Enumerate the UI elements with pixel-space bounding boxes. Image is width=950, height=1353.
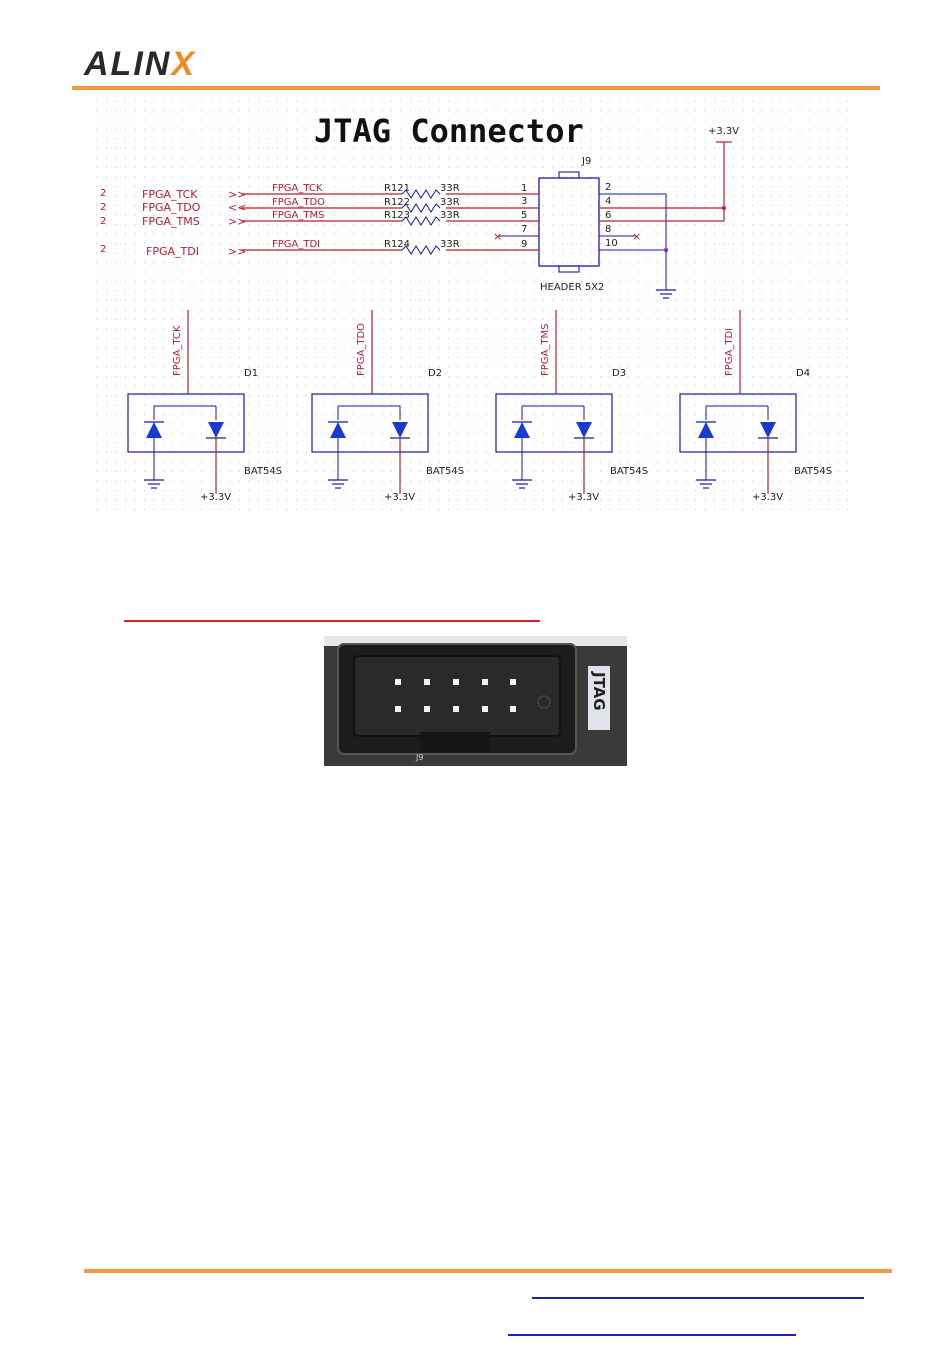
net-row-tdo: 2 FPGA_TDO << FPGA_TDO R122 33R 3 [100,196,539,214]
sheet-number: 2 [100,202,106,213]
diode-d4: FPGA_TDI D4 BAT54S +3.3V [679,310,832,503]
diode-d2: FPGA_TDO D2 BAT54S +3.3V [311,310,464,503]
connector-part: HEADER 5X2 [540,282,604,293]
alinx-logo: ALINX [84,45,197,83]
wire-label: FPGA_TDI [272,239,320,250]
diode-ref: D4 [796,368,810,379]
diode-supply: +3.3V [752,492,783,503]
resistor-ref: R124 [384,239,410,250]
power-label: +3.3V [708,126,739,137]
header-divider [72,86,880,90]
pin-number: 9 [521,239,527,250]
sheet-number: 2 [100,244,106,255]
diode-ref: D3 [612,368,626,379]
diode-net-label: FPGA_TDI [724,328,735,376]
sheet-number: 2 [100,188,106,199]
diode-ref: D2 [428,368,442,379]
resistor-value: 33R [440,197,460,208]
wire-label: FPGA_TMS [272,210,324,221]
jtag-schematic: JTAG Connector +3.3V J9 HEADER 5X2 2 FPG… [96,100,856,514]
photo-silk-label: J9 [415,753,423,762]
diode-part: BAT54S [244,466,282,477]
diode-net-label: FPGA_TDO [356,323,367,376]
diode-d3: FPGA_TMS D3 BAT54S +3.3V [495,310,648,503]
resistor-value: 33R [440,239,460,250]
wire-label: FPGA_TDO [272,197,325,208]
svg-text:×: × [632,230,641,243]
diode-net-label: FPGA_TCK [172,325,183,376]
pin-number: 3 [521,196,527,207]
resistor-ref: R122 [384,197,410,208]
net-row-tms: 2 FPGA_TMS >> FPGA_TMS R123 33R 5 [100,210,539,228]
jtag-header-photo: JTAG J9 [324,636,627,766]
diode-net-label: FPGA_TMS [540,324,551,376]
diode-supply: +3.3V [384,492,415,503]
pin-number: 5 [521,210,527,221]
svg-text:×: × [493,230,502,243]
wire-label: FPGA_TCK [272,183,323,194]
port-label: FPGA_TCK [142,188,198,201]
svg-text:>>: >> [228,215,246,228]
diode-ref: D1 [244,368,258,379]
port-label: FPGA_TDI [146,245,199,258]
svg-text:>>: >> [228,188,246,201]
footer-divider [84,1269,892,1273]
pin-number: 4 [605,196,611,207]
svg-text:<<: << [228,201,246,214]
pin-number: 1 [521,183,527,194]
pin-number: 6 [605,210,611,221]
net-row-tdi: 2 FPGA_TDI >> FPGA_TDI R124 33R 9 [100,239,539,258]
pin-number: 2 [605,182,611,193]
resistor-value: 33R [440,210,460,221]
resistor-ref: R121 [384,183,410,194]
port-label: FPGA_TMS [142,215,200,228]
sheet-number: 2 [100,216,106,227]
connector-ref: J9 [581,156,591,167]
schematic-title: JTAG Connector [314,112,584,150]
diode-part: BAT54S [794,466,832,477]
diode-supply: +3.3V [200,492,231,503]
photo-jtag-label: JTAG [590,671,608,711]
resistor-value: 33R [440,183,460,194]
pin-number: 8 [605,224,611,235]
net-row-tck: 2 FPGA_TCK >> FPGA_TCK R121 33R 1 [100,183,539,201]
diode-part: BAT54S [426,466,464,477]
pin-number: 10 [605,238,618,249]
svg-text:>>: >> [228,245,246,258]
diode-supply: +3.3V [568,492,599,503]
diode-d1: FPGA_TCK D1 BAT54S +3.3V [127,310,282,503]
footer-link-underline-2[interactable] [508,1334,796,1336]
footer-link-underline-1[interactable] [532,1297,864,1299]
caption-underline [124,620,540,622]
resistor-ref: R123 [384,210,410,221]
diode-part: BAT54S [610,466,648,477]
pin-number: 7 [521,224,527,235]
port-label: FPGA_TDO [142,201,201,214]
